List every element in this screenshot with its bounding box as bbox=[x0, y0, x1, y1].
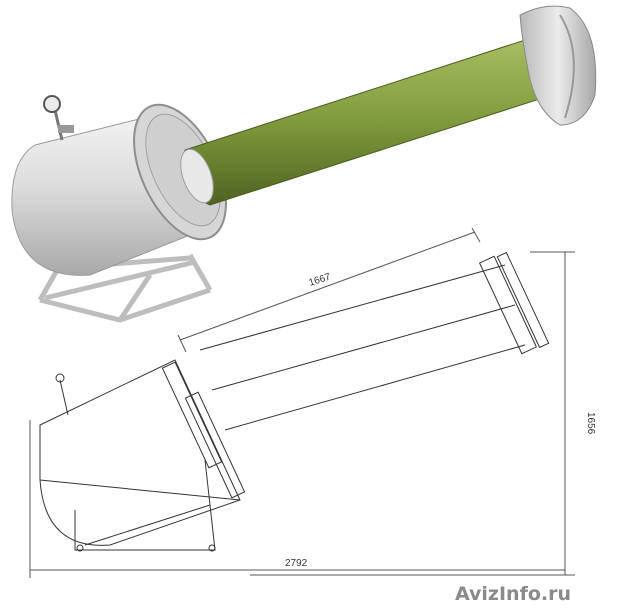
drawing-flange bbox=[161, 361, 223, 469]
drawing-stand bbox=[74, 459, 216, 551]
equipment-render bbox=[11, 5, 597, 323]
dimension-width: 2792 bbox=[285, 558, 308, 569]
technical-drawing bbox=[29, 227, 575, 578]
drawing-end-cap bbox=[478, 255, 538, 355]
pressure-gauge-icon bbox=[43, 95, 74, 141]
end-cap bbox=[519, 5, 597, 126]
watermark: AvizInfo.ru bbox=[455, 583, 571, 605]
dimension-length: 1667 bbox=[308, 271, 333, 288]
insulator-rod bbox=[180, 39, 554, 206]
drawing-tank bbox=[39, 359, 241, 546]
drawing-flange bbox=[184, 391, 246, 499]
dimension-height: 1656 bbox=[585, 412, 596, 435]
